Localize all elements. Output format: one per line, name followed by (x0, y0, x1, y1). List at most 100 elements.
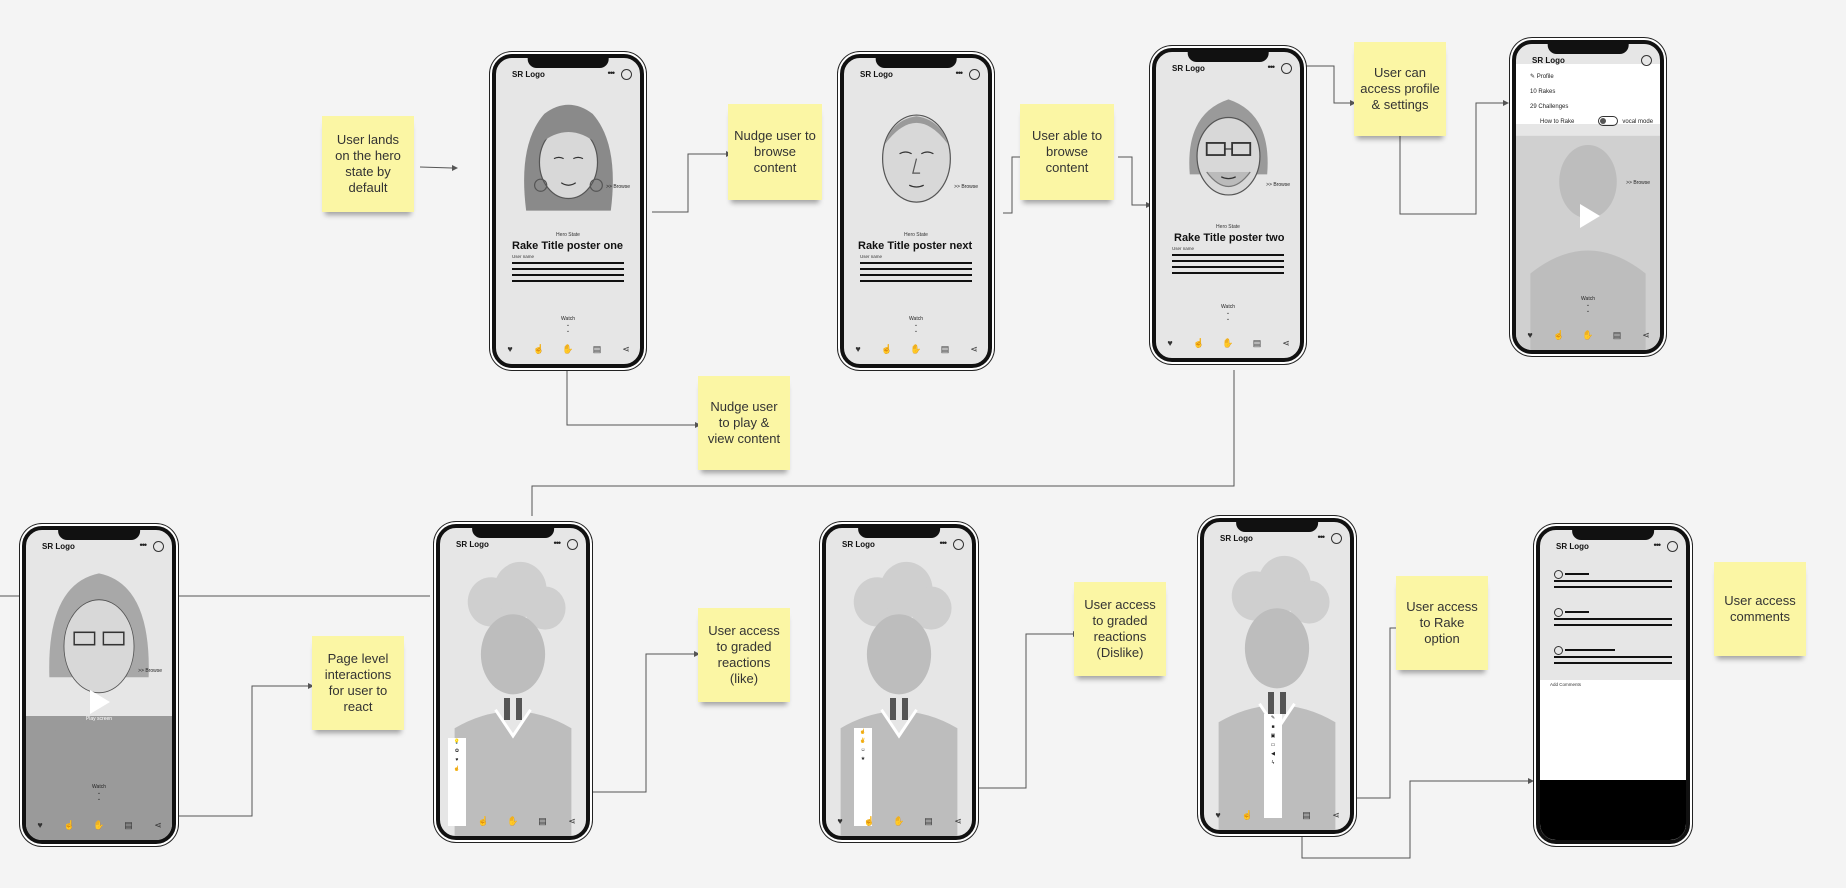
like-hand-icon[interactable]: ☝ (864, 816, 876, 828)
dislike-hand-icon[interactable]: ✋ (1582, 330, 1594, 342)
add-comments-link[interactable]: Add Comments (1550, 682, 1581, 687)
like-level-2-icon[interactable]: ✌ (854, 737, 872, 746)
browse-link[interactable]: >> Browse (1266, 182, 1290, 188)
comment-icon[interactable]: ▤ (1251, 338, 1263, 350)
phone-poster-two[interactable]: SR Logo ••• >> Browse Hero State Rake Ti… (1152, 48, 1304, 362)
dislike-hand-icon[interactable] (1271, 810, 1283, 822)
heart-icon[interactable]: ♥ (1164, 338, 1176, 350)
more-menu-icon[interactable]: ••• (940, 538, 946, 548)
share-icon[interactable]: ⋖ (620, 344, 632, 356)
pause-icon[interactable] (890, 698, 908, 720)
play-icon[interactable] (90, 690, 110, 714)
comment-icon[interactable]: ▤ (123, 820, 135, 832)
profile-icon[interactable] (1281, 63, 1292, 74)
captions-icon[interactable]: ▣ (1264, 732, 1282, 741)
share-icon[interactable]: ⋖ (1640, 330, 1652, 342)
video-icon[interactable]: ▭ (1264, 741, 1282, 750)
profile-icon[interactable] (953, 539, 964, 550)
heart-icon[interactable]: ♥ (1212, 810, 1224, 822)
profile-icon[interactable] (1641, 55, 1652, 66)
phone-graded-like[interactable]: SR Logo ••• ☝ ✌ ☺ ★ ♥☝✋▤⋖ (822, 524, 976, 840)
browse-link[interactable]: >> Browse (954, 184, 978, 190)
more-menu-icon[interactable]: ••• (140, 540, 146, 550)
gift-icon[interactable]: ✿ (448, 747, 466, 756)
like-hand-icon[interactable]: ☝ (1193, 338, 1205, 350)
like-hand-icon[interactable]: ☝ (881, 344, 893, 356)
vocal-mode-toggle[interactable] (1598, 116, 1618, 126)
pause-icon[interactable] (1268, 692, 1286, 714)
idea-icon[interactable]: 💡 (448, 738, 466, 747)
share-icon[interactable]: ⋖ (566, 816, 578, 828)
heart-icon[interactable]: ♥ (34, 820, 46, 832)
more-menu-icon[interactable]: ••• (1318, 532, 1324, 542)
profile-icon[interactable] (1667, 541, 1678, 552)
play-icon[interactable] (1580, 204, 1600, 228)
menu-item-challenges[interactable]: 29 Challenges (1530, 100, 1653, 115)
comment-icon[interactable]: ▤ (537, 816, 549, 828)
phone-hero-poster-one[interactable]: SR Logo ••• >> Browse Hero State Rake Ti… (492, 54, 644, 368)
profile-icon[interactable] (621, 69, 632, 80)
more-menu-icon[interactable]: ••• (554, 538, 560, 548)
profile-icon[interactable] (153, 541, 164, 552)
share-icon[interactable]: ⋖ (1280, 338, 1292, 350)
flash-icon[interactable]: ϟ (1264, 759, 1282, 768)
more-menu-icon[interactable]: ••• (1654, 540, 1660, 550)
like-hand-icon[interactable]: ☝ (1242, 810, 1254, 822)
dislike-hand-icon[interactable]: ✋ (562, 344, 574, 356)
edit-icon[interactable]: ✎ (1264, 714, 1282, 723)
comment-icon[interactable]: ▤ (939, 344, 951, 356)
audio-icon[interactable]: ◀ (1264, 750, 1282, 759)
share-icon[interactable]: ⋖ (1330, 810, 1342, 822)
heart-icon[interactable]: ♥ (834, 816, 846, 828)
phone-poster-next[interactable]: SR Logo ••• >> Browse Hero State Rake Ti… (840, 54, 992, 368)
watch-nudge[interactable]: Watch⌄⌄ (1581, 296, 1595, 314)
watch-nudge[interactable]: Watch⌄⌄ (92, 784, 106, 802)
phone-page-interactions[interactable]: SR Logo ••• 💡 ✿ ♥ ☝ ☝✋▤⋖ (436, 524, 590, 840)
profile-icon[interactable] (969, 69, 980, 80)
menu-item-profile[interactable]: ✎ Profile (1530, 70, 1653, 85)
heart-icon[interactable]: ♥ (852, 344, 864, 356)
profile-icon[interactable] (1331, 533, 1342, 544)
heart-icon[interactable]: ♥ (504, 344, 516, 356)
dislike-hand-icon[interactable]: ✋ (910, 344, 922, 356)
like-hand-icon[interactable]: ☝ (478, 816, 490, 828)
comment-icon[interactable]: ▤ (1301, 810, 1313, 822)
share-icon[interactable]: ⋖ (968, 344, 980, 356)
heart-icon[interactable]: ♥ (1524, 330, 1536, 342)
share-icon[interactable]: ⋖ (952, 816, 964, 828)
profile-icon[interactable] (567, 539, 578, 550)
more-menu-icon[interactable]: ••• (1268, 62, 1274, 72)
dislike-hand-icon[interactable]: ✋ (507, 816, 519, 828)
like-level-4-icon[interactable]: ★ (854, 755, 872, 764)
phone-profile-menu[interactable]: SR Logo ✎ Profile 10 Rakes 29 Challenges… (1512, 40, 1664, 354)
like-level-3-icon[interactable]: ☺ (854, 746, 872, 755)
comment-icon[interactable]: ▤ (591, 344, 603, 356)
dislike-hand-icon[interactable]: ✋ (1222, 338, 1234, 350)
like-hand-icon[interactable]: ☝ (64, 820, 76, 832)
like-level-1-icon[interactable]: ☝ (854, 728, 872, 737)
more-menu-icon[interactable]: ••• (956, 68, 962, 78)
phone-play-screen[interactable]: SR Logo ••• >> Browse Play screen Watch⌄… (22, 526, 176, 844)
phone-rake-option[interactable]: SR Logo ••• ✎ ■ ▣ ▭ ◀ ϟ ♥☝▤⋖ (1200, 518, 1354, 834)
phone-comments[interactable]: SR Logo ••• Add Comments (1536, 526, 1690, 844)
dislike-hand-icon[interactable]: ✋ (93, 820, 105, 832)
heart-icon[interactable] (448, 816, 460, 828)
comment-icon[interactable]: ▤ (1611, 330, 1623, 342)
watch-nudge[interactable]: Watch⌄⌄ (1221, 304, 1235, 322)
browse-link[interactable]: >> Browse (1626, 180, 1650, 186)
menu-item-rakes[interactable]: 10 Rakes (1530, 85, 1653, 100)
watch-nudge[interactable]: Watch⌄⌄ (561, 316, 575, 334)
share-icon[interactable]: ⋖ (152, 820, 164, 832)
keyboard-area[interactable] (1540, 780, 1686, 840)
dislike-hand-icon[interactable]: ✋ (893, 816, 905, 828)
more-menu-icon[interactable]: ••• (608, 68, 614, 78)
record-icon[interactable]: ■ (1264, 723, 1282, 732)
love-icon[interactable]: ♥ (448, 756, 466, 765)
watch-nudge[interactable]: Watch⌄⌄ (909, 316, 923, 334)
comment-icon[interactable]: ▤ (923, 816, 935, 828)
browse-link[interactable]: >> Browse (606, 184, 630, 190)
like-hand-icon[interactable]: ☝ (1553, 330, 1565, 342)
browse-link[interactable]: >> Browse (138, 668, 162, 674)
pause-icon[interactable] (504, 698, 522, 720)
